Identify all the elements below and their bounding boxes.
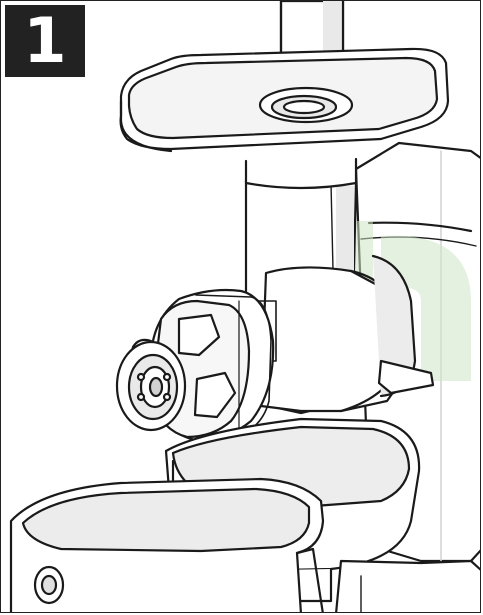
step-number-badge: 1 [5, 5, 85, 77]
step-number: 1 [23, 4, 67, 77]
hopper-tray [119, 47, 450, 153]
screw-housing [245, 254, 435, 413]
juice-strainer-cap [115, 288, 275, 443]
pulp-container [9, 477, 325, 612]
juicer-base [335, 559, 480, 612]
